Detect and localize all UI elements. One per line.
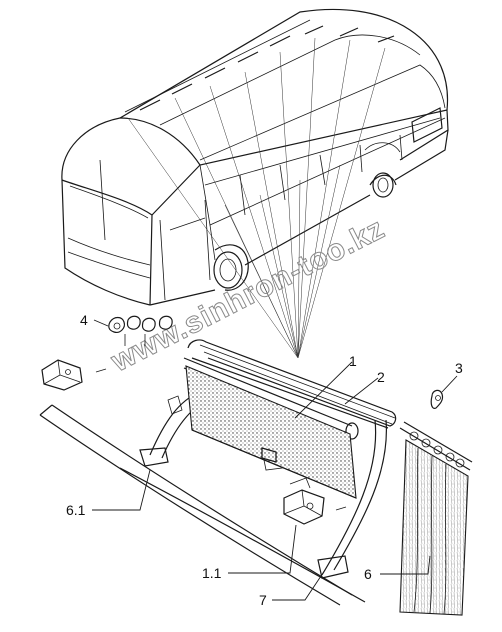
clip-hardware-set xyxy=(41,315,173,391)
callout-1-label: 1 xyxy=(349,353,357,369)
callout-3-label: 3 xyxy=(455,360,463,376)
side-curtain-assembly xyxy=(399,389,473,616)
callout-6-label: 6 xyxy=(364,566,372,582)
callout-2-label: 2 xyxy=(377,369,385,385)
callout-1-1-label: 1.1 xyxy=(202,565,222,581)
curtain-support-frame xyxy=(39,391,388,606)
callout-4-label: 4 xyxy=(80,312,88,328)
callout-6-1-label: 6.1 xyxy=(66,502,86,518)
callout-7-label: 7 xyxy=(259,592,267,608)
leader-lines xyxy=(92,319,458,601)
bus-illustration xyxy=(61,8,449,306)
watermark-text: www.sinhron-too.kz xyxy=(105,212,390,379)
roller-blind-assembly xyxy=(183,339,397,525)
projection-lines xyxy=(127,37,386,359)
